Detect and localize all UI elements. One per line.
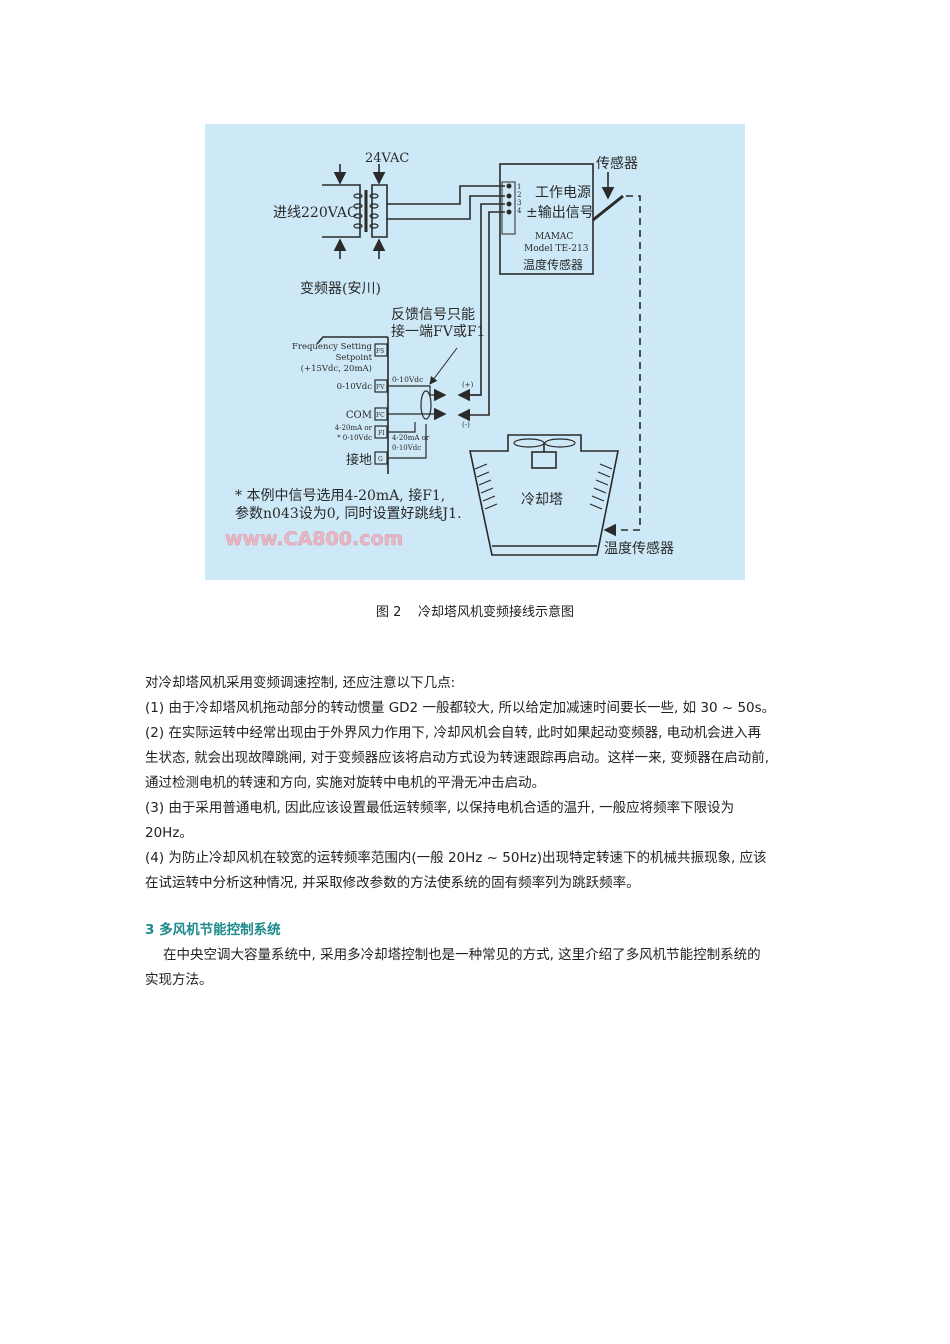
label-power: 工作电源 [535, 185, 591, 201]
point-4-line: 在试运转中分析这种情况, 并采取修改参数的方法使系统的固有频率列为跳跃频率。 [145, 875, 640, 891]
point-4-line: (4) 为防止冷却风机在较宽的运转频率范围内(一般 20Hz ~ 50Hz)出现… [145, 850, 767, 866]
label-minus: (-) [462, 421, 470, 429]
signal-wires [387, 185, 505, 415]
label-feedback-2: 接一端FV或F1 [391, 323, 485, 340]
label-ground: 接地 [346, 452, 372, 468]
label-model: Model TE-213 [524, 244, 589, 254]
diagram-note-1: * 本例中信号选用4-20mA, 接F1, [235, 487, 445, 504]
watermark-logo: www.CA800.com [225, 528, 403, 550]
terminal-fc: FC [376, 412, 385, 419]
label-output: ±输出信号 [526, 205, 594, 221]
label-wire-fi-1: 4-20mA or [392, 434, 430, 442]
label-input-220vac: 进线220VAC [273, 205, 358, 221]
label-sensor: 传感器 [596, 155, 638, 172]
label-tower-sensor: 温度传感器 [604, 540, 674, 557]
point-2-line: (2) 在实际运转中经常出现由于外界风力作用下, 冷却风机会自转, 此时如果起动… [145, 725, 762, 741]
section-paragraph-line: 实现方法。 [145, 972, 213, 988]
section-heading: 3 多风机节能控制系统 [145, 922, 281, 938]
label-feedback-1: 反馈信号只能 [391, 307, 475, 323]
point-3-line: (3) 由于采用普通电机, 因此应该设置最低运转频率, 以保持电机合适的温升, … [145, 800, 735, 816]
label-plus: (+) [462, 381, 474, 389]
label-com: COM [346, 410, 372, 421]
label-24vac: 24VAC [365, 151, 409, 166]
terminal-fi: FI [378, 430, 385, 437]
diagram-note-2: 参数n043设为0, 同时设置好跳线J1. [235, 505, 462, 522]
label-frequency-setting: Frequency Setting [292, 342, 373, 352]
terminal-1: 1 [517, 183, 521, 191]
label-wire-fi-2: 0-10Vdc [392, 444, 421, 452]
label-wire-fv: 0-10Vdc [392, 375, 423, 384]
point-2-line: 通过检测电机的转速和方向, 实施对旋转中电机的平滑无冲击启动。 [145, 775, 546, 791]
point-2-line: 生状态, 就会出现故障跳闸, 对于变频器应该将启动方式设为转速跟踪再启动。这样一… [145, 750, 770, 766]
terminal-4: 4 [517, 207, 522, 215]
label-cooling-tower: 冷却塔 [521, 492, 563, 508]
label-fi-2: * 0-10Vdc [337, 434, 372, 442]
intro-paragraph: 对冷却塔风机采用变频调速控制, 还应注意以下几点: [145, 675, 456, 691]
section-paragraph-line: 在中央空调大容量系统中, 采用多冷却塔控制也是一种常见的方式, 这里介绍了多风机… [163, 947, 761, 963]
article-body: 对冷却塔风机采用变频调速控制, 还应注意以下几点: (1) 由于冷却塔风机拖动部… [145, 671, 825, 993]
label-fv: 0-10Vdc [337, 382, 373, 392]
cooling-tower [469, 434, 619, 556]
point-3-line: 20Hz。 [145, 825, 193, 841]
label-fi-1: 4-20mA or [335, 424, 373, 432]
transformer [322, 164, 388, 259]
label-setpoint: Setpoint [336, 353, 373, 363]
figure-caption: 图 2 冷却塔风机变频接线示意图 [376, 605, 574, 620]
label-inverter: 变频器(安川) [300, 281, 381, 297]
label-temp-sensor: 温度传感器 [523, 257, 583, 272]
inverter-panel [316, 336, 458, 474]
wiring-diagram: 24VAC 进线220VAC 传感器 1 2 3 4 工作电源 ±输出信号 MA… [205, 124, 745, 580]
sensor-dashed-line [603, 195, 641, 537]
label-brand: MAMAC [535, 232, 573, 242]
terminal-3: 3 [517, 199, 521, 207]
label-setpoint-spec: (+15Vdc, 20mA) [301, 363, 372, 374]
terminal-2: 2 [517, 191, 521, 199]
terminal-fv: FV [376, 384, 385, 391]
point-1-line: (1) 由于冷却塔风机拖动部分的转动惯量 GD2 一般都较大, 所以给定加减速时… [145, 700, 776, 716]
terminal-fs: FS [376, 348, 384, 355]
terminal-g: G [378, 456, 383, 463]
